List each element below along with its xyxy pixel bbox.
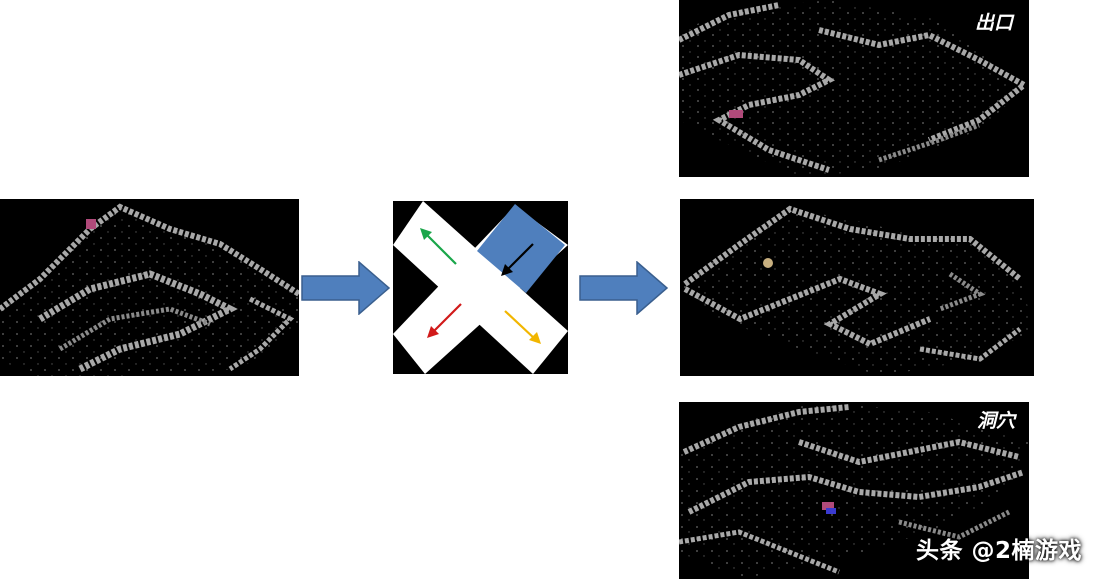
- player-marker: [729, 110, 743, 118]
- map-exit: 出口: [679, 0, 1029, 177]
- arrow-down-right-icon: [504, 310, 541, 344]
- arrow-up-left-icon: [420, 228, 457, 265]
- map-cave: 洞穴: [679, 402, 1029, 579]
- arrow-down-left-in-square-icon: [501, 243, 534, 276]
- player-marker: [822, 502, 834, 510]
- flow-arrow-2: [579, 261, 669, 315]
- watermark: 头条 @2楠游戏: [915, 538, 1082, 564]
- entrance-marker: [826, 508, 836, 514]
- cave-label: 洞穴: [976, 410, 1015, 432]
- exit-label: 出口: [974, 12, 1013, 34]
- player-marker: [86, 219, 96, 229]
- map-before: [0, 199, 299, 376]
- direction-cross-diagram: [393, 201, 568, 374]
- arrow-down-left-icon: [427, 303, 462, 338]
- player-marker: [763, 258, 773, 268]
- flow-arrow-1: [301, 261, 391, 315]
- map-middle: [680, 199, 1034, 376]
- highlight-square: [477, 204, 565, 293]
